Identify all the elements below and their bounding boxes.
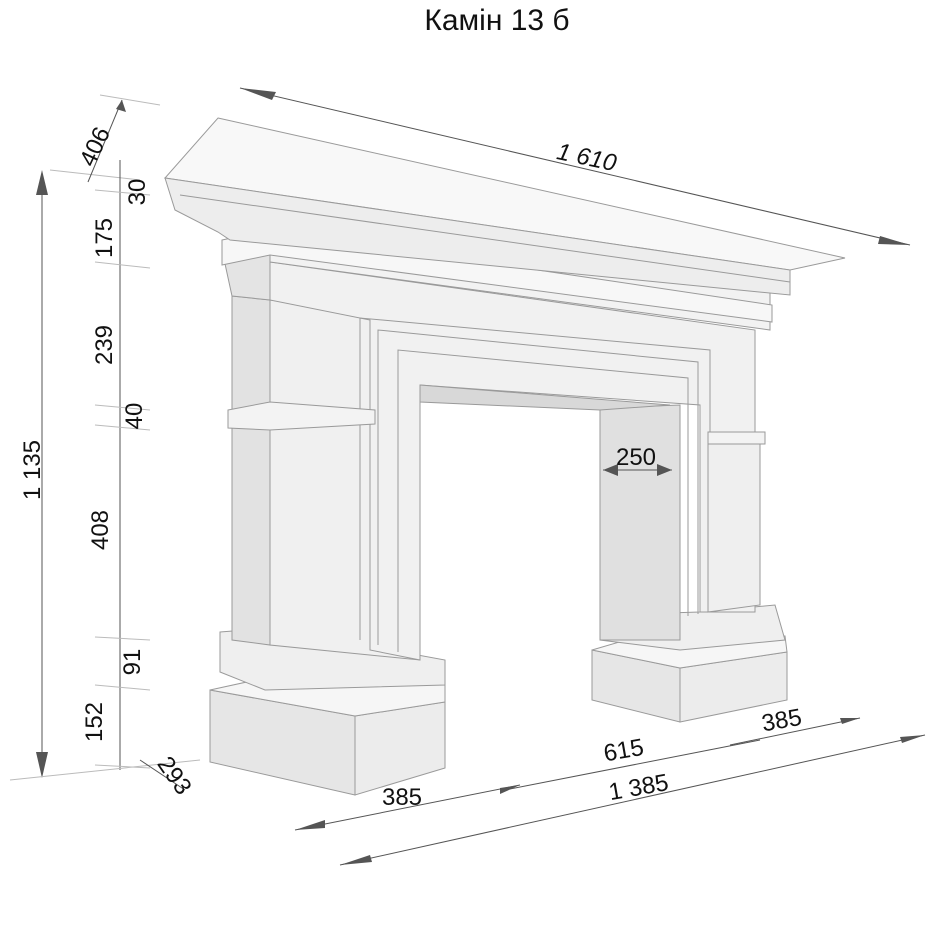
dim-plinth-height: 91 (119, 649, 146, 676)
dim-frieze-height: 175 (91, 218, 118, 258)
left-leg-side (231, 295, 271, 646)
dim-left-leg-width: 385 (382, 784, 422, 811)
dim-base-width: 1 385 (607, 769, 671, 806)
dim-base-height: 152 (81, 702, 108, 742)
right-leg-front (707, 439, 761, 613)
cornice-front (164, 177, 791, 296)
frame-molding-mid (377, 329, 699, 645)
drawing-title: Камін 13 б (424, 4, 569, 37)
dim-cornice-height: 30 (124, 179, 151, 206)
dim-lower-panel-height: 408 (87, 510, 114, 550)
left-base-front (354, 701, 446, 796)
dim-overall-width: 1 610 (554, 138, 619, 177)
right-leg-inner (599, 404, 681, 641)
left-band (227, 401, 376, 431)
right-band (707, 431, 766, 445)
dim-band-height: 40 (121, 403, 148, 430)
dim-base-depth: 293 (152, 752, 197, 800)
dimension-labels: 406 1 610 30 175 239 40 408 91 152 1 135… (19, 123, 804, 811)
dim-overall-height: 1 135 (19, 440, 46, 500)
dim-right-leg-width: 385 (760, 704, 804, 738)
dim-inner-depth: 250 (616, 444, 656, 471)
dim-opening-width: 615 (602, 734, 646, 768)
dim-upper-panel-height: 239 (91, 325, 118, 365)
frame-molding-inner (397, 349, 689, 652)
opening-top (419, 384, 671, 411)
dimension-lines (9, 87, 926, 866)
cornice-molding-line (179, 194, 791, 283)
fireplace-model (164, 117, 846, 796)
